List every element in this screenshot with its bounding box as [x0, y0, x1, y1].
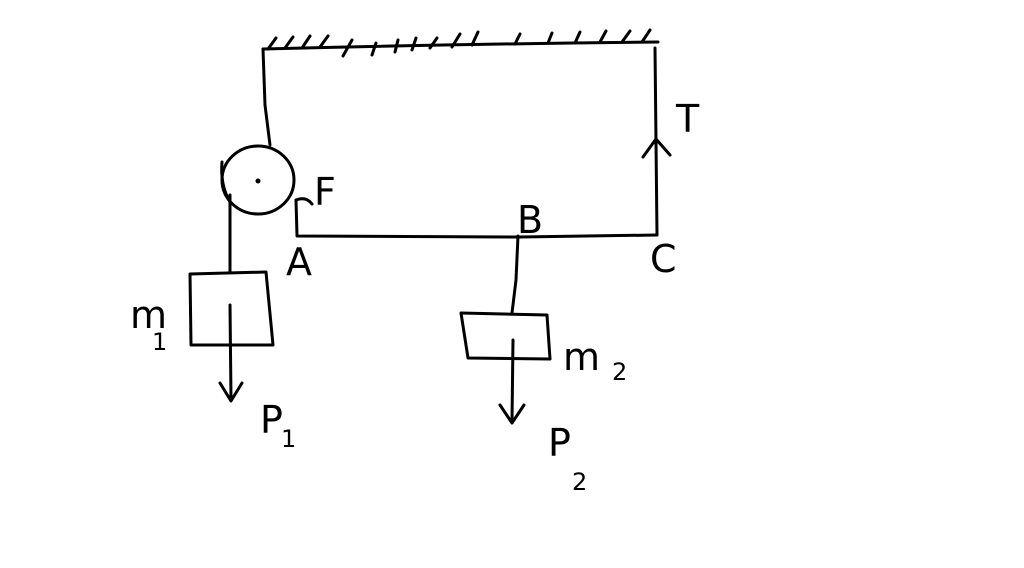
- tension-arrow: [641, 137, 672, 159]
- left-rope: [261, 47, 272, 147]
- weight-arrow-P2: [498, 338, 526, 425]
- pulley: [220, 144, 296, 216]
- label-m2-subscript: 2: [612, 358, 627, 386]
- label-P2-subscript: 2: [572, 468, 587, 496]
- beam-A-C: [294, 198, 659, 239]
- weight-arrow-P1: [218, 303, 244, 403]
- label-P1: P: [260, 398, 283, 442]
- ceiling: [261, 28, 660, 58]
- label-P1-subscript: 1: [281, 425, 296, 453]
- label-T: T: [675, 97, 700, 141]
- ceiling-hatching: [266, 28, 652, 58]
- label-m2: m: [563, 335, 600, 379]
- label-P2: P: [548, 421, 571, 465]
- pulley-axle: [255, 178, 261, 184]
- block-m2: [459, 311, 552, 361]
- force-F-mark: [294, 197, 314, 206]
- rope-to-m2: [510, 234, 520, 315]
- block-m1: [188, 270, 275, 347]
- pulley-rim: [220, 160, 232, 204]
- ceiling-line: [261, 40, 660, 51]
- label-m1-subscript: 1: [152, 328, 167, 356]
- label-A: A: [286, 240, 312, 284]
- label-C: C: [650, 237, 677, 281]
- label-F: F: [314, 170, 336, 214]
- label-m1: m: [130, 293, 167, 337]
- label-B: B: [517, 198, 543, 242]
